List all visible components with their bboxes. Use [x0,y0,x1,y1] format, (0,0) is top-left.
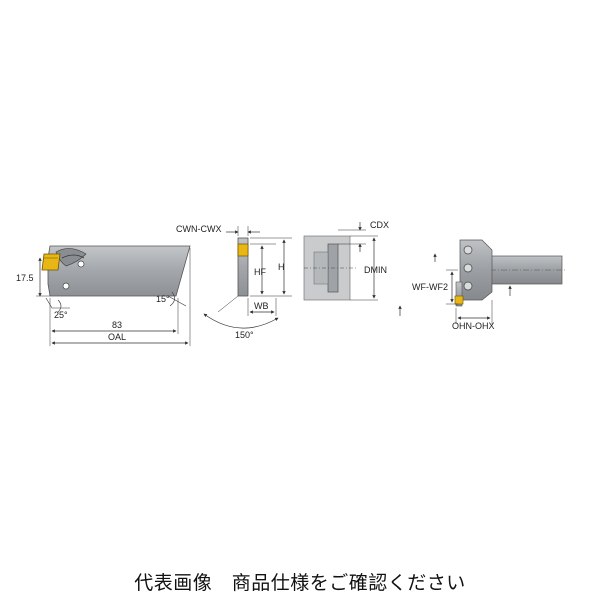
angle-arc-150 [203,313,279,329]
label-cwn-cwx: CWN-CWX [176,224,222,234]
blade-hole-top [77,260,85,268]
label-cdx: CDX [370,220,389,230]
blade-clamp-slot [55,248,87,267]
label-83: 83 [112,320,122,330]
blade-profile [237,237,249,297]
holder-screw-3 [463,281,473,291]
holder-blade [455,281,463,307]
label-25-deg: 25° [54,310,68,320]
label-15-deg: 15° [156,294,170,304]
label-hf: HF [254,267,266,277]
label-h: H [278,262,285,272]
holder-view: WF-WF2 OHN-OHX [398,239,566,331]
insert-front [237,243,249,257]
blade-hole-bottom [62,282,70,290]
label-ohn-ohx: OHN-OHX [452,321,495,331]
caption: 代表画像 商品仕様をご確認ください [134,572,466,594]
label-17-5: 17.5 [16,273,34,283]
holder-screw-2 [463,263,473,273]
insert [41,253,61,271]
blade-front-view: CWN-CWX HF H WB 150° [176,224,292,340]
label-wf-wf2: WF-WF2 [412,282,448,292]
holder-insert [454,295,464,305]
label-dmin: DMIN [364,265,387,275]
label-wb: WB [254,301,269,311]
workpiece-section: CDX DMIN [303,220,389,301]
label-oal: OAL [108,332,126,342]
label-150-deg: 150° [235,330,254,340]
blade-side-view: 17.5 25° 15° 83 OAL [16,245,191,346]
holder-screw-1 [463,245,473,255]
